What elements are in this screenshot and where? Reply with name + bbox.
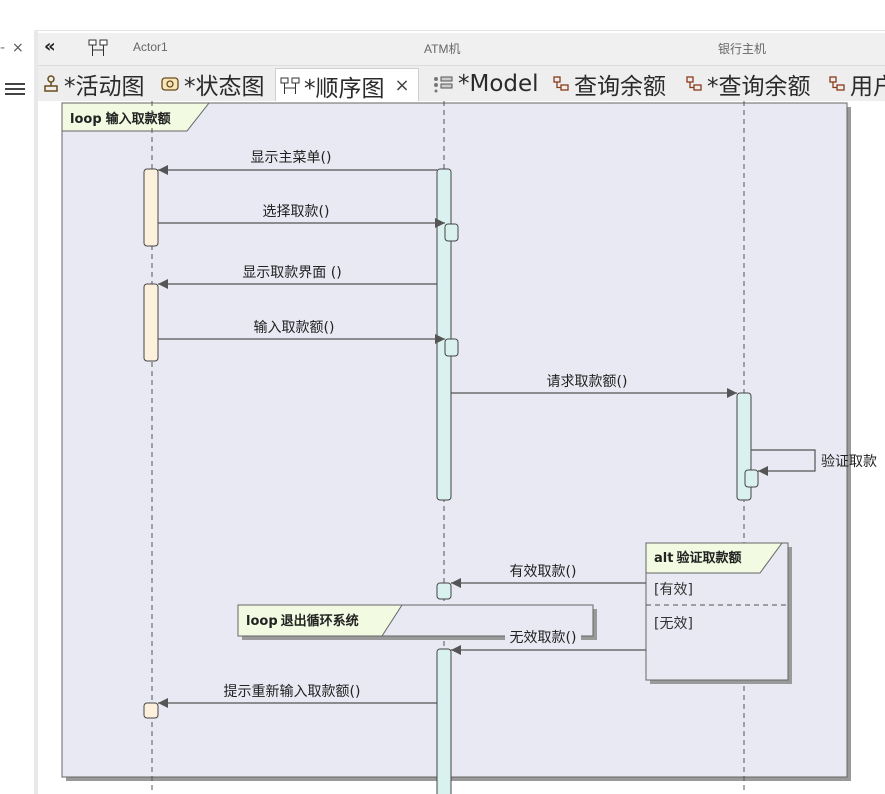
activation-bank-host-nested[interactable] <box>744 469 759 488</box>
guard-invalid: [无效] <box>654 616 693 632</box>
lifeline-header: « Actor1 ATM机 银行主机 <box>38 33 885 66</box>
tab-label: 用户 <box>850 73 885 100</box>
activation-actor1[interactable] <box>143 283 159 362</box>
fragment-keyword: loop <box>70 112 102 127</box>
hamburger-menu-icon[interactable] <box>5 80 25 98</box>
fragment-keyword: alt <box>654 551 673 566</box>
model-icon <box>434 76 453 92</box>
message-label: 请求取款额() <box>547 374 628 390</box>
fragment-header <box>61 102 211 132</box>
message-label: 显示主菜单() <box>251 150 332 166</box>
sequence-diagram-icon <box>88 39 108 61</box>
tab-activity-diagram[interactable]: *活动图 <box>42 68 145 100</box>
fragment-name: 输入取款额 <box>106 111 171 127</box>
activation-atm-nested[interactable] <box>444 338 459 357</box>
tree-icon <box>829 75 845 91</box>
activation-atm[interactable] <box>436 582 452 600</box>
activation-actor1[interactable] <box>143 702 159 719</box>
activation-atm[interactable] <box>436 168 452 501</box>
message-label: 无效取款() <box>510 630 577 646</box>
panel-close-icon[interactable]: × <box>12 40 24 56</box>
tab-label: *状态图 <box>184 73 265 100</box>
diagram-tab-bar: *活动图 *状态图 *顺序图 × *Model 查询余额 *查询余额 用户 <box>38 66 885 102</box>
label-background <box>505 628 581 644</box>
panel-minimize-icon[interactable]: - <box>0 40 6 56</box>
tab-model[interactable]: *Model <box>432 68 539 99</box>
lifeline-header-atm: ATM机 <box>424 42 461 56</box>
tab-label: *活动图 <box>64 73 145 100</box>
activation-actor1[interactable] <box>143 168 159 247</box>
message-label: 提示重新输入取款额() <box>224 684 361 700</box>
state-diagram-icon <box>161 76 179 91</box>
panel-splitter[interactable] <box>34 30 38 794</box>
close-tab-icon[interactable]: × <box>394 75 410 96</box>
activation-atm[interactable] <box>436 648 452 794</box>
tab-sequence-diagram[interactable]: *顺序图 × <box>275 68 419 102</box>
lifeline-header-bank-host: 银行主机 <box>718 42 767 56</box>
tab-query-balance-modified[interactable]: *查询余额 <box>685 68 811 100</box>
tab-query-balance[interactable]: 查询余额 <box>552 68 666 100</box>
message-label: 有效取款() <box>510 564 577 580</box>
top-strip <box>0 0 885 31</box>
message-label: 显示取款界面 () <box>242 265 341 281</box>
tree-icon <box>686 75 702 91</box>
tab-user[interactable]: 用户 <box>828 68 885 100</box>
message-label: 验证取款 <box>821 454 877 470</box>
left-panel: - × <box>0 30 35 794</box>
guard-valid: [有效] <box>654 582 693 598</box>
sequence-diagram-icon <box>280 77 300 94</box>
activation-atm-nested[interactable] <box>444 223 459 242</box>
tree-icon <box>553 75 569 91</box>
activity-diagram-icon <box>44 74 58 92</box>
collapse-icon[interactable]: « <box>44 36 56 57</box>
fragment-header <box>645 542 783 574</box>
lifeline-header-actor1: Actor1 <box>133 40 168 54</box>
fragment-keyword: loop <box>246 614 278 629</box>
tab-label: *Model <box>458 70 539 97</box>
tab-label: 查询余额 <box>574 73 666 100</box>
fragment-header <box>237 604 403 637</box>
fragment-name: 验证取款额 <box>676 550 741 566</box>
loop-fragment-outer[interactable]: loop 输入取款额 <box>61 102 851 781</box>
fragment-name: 退出循环系统 <box>281 613 359 629</box>
self-message-arrow[interactable] <box>751 449 816 476</box>
tab-label: *查询余额 <box>707 73 811 100</box>
message-label: 选择取款() <box>263 204 330 220</box>
tab-label: *顺序图 <box>304 75 385 102</box>
tab-state-diagram[interactable]: *状态图 <box>160 68 265 100</box>
message-label: 输入取款额() <box>254 320 335 336</box>
